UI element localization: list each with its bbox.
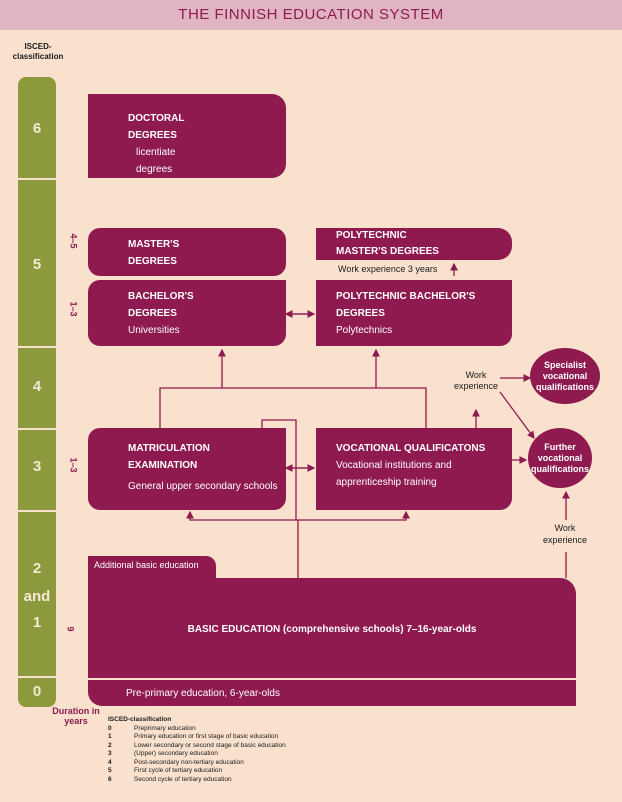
level-3: 3 [32,458,42,475]
masters-degrees-box: MASTER'S DEGREES [88,228,286,276]
legend-row: 3(Upper) secondary education [108,750,218,757]
poly-bachelors-title-2: DEGREES [336,308,385,319]
page-title: THE FINNISH EDUCATION SYSTEM [0,0,622,30]
level-divider [18,346,56,348]
specialist-vocational-circle: Specialist vocational qualifications [530,348,600,404]
polytechnic-masters-box: POLYTECHNIC MASTER'S DEGREES [316,228,512,260]
level-divider [18,510,56,512]
duration-label: Duration in years [52,706,100,726]
level-and: and [23,588,51,605]
matriculation-title: MATRICULATION [128,443,210,454]
further-vocational-circle: Further vocational qualifications [528,428,592,488]
doctoral-degrees-box: DOCTORAL DEGREES licentiate degrees [88,94,286,178]
doctoral-sub-2: degrees [136,164,173,175]
level-divider [18,428,56,430]
polytechnic-bachelors-box: POLYTECHNIC BACHELOR'S DEGREES Polytechn… [316,280,512,346]
basic-education-box: BASIC EDUCATION (comprehensive schools) … [88,578,576,678]
isced-heading: ISCED-classification [12,42,64,61]
isced-level-bar [18,77,56,707]
bachelors-title: BACHELOR'S [128,291,194,302]
vocational-title: VOCATIONAL QUALIFICATONS [336,443,486,454]
level-6: 6 [32,120,42,137]
level-2: 2 [32,560,42,577]
additional-basic-education: Additional basic education [88,556,216,578]
bachelors-sub: Universities [128,325,180,336]
poly-masters-title-2: MASTER'S DEGREES [336,246,439,257]
level-divider [18,178,56,180]
doctoral-title-2: DEGREES [128,130,177,141]
doctoral-title: DOCTORAL [128,113,185,124]
level-divider [18,676,56,678]
pre-primary-education-box: Pre-primary education, 6-year-olds [88,678,576,706]
masters-title: MASTER'S [128,239,180,250]
bachelors-title-2: DEGREES [128,308,177,319]
masters-title-2: DEGREES [128,256,177,267]
work-experience-label: Work experience [453,370,499,391]
matriculation-title-2: EXAMINATION [128,460,198,471]
level-4: 4 [32,378,42,395]
level-0: 0 [32,683,42,700]
level-1: 1 [32,614,42,631]
vocational-sub-2: apprenticeship training [336,477,437,488]
work-experience-3-years: Work experience 3 years [338,264,438,274]
matriculation-sub: General upper secondary schools [128,481,278,492]
poly-bachelors-title: POLYTECHNIC BACHELOR'S [336,291,476,302]
poly-bachelors-sub: Polytechnics [336,325,393,336]
work-experience-label-2: Work experience [542,523,588,545]
poly-masters-title: POLYTECHNIC [336,230,407,241]
matriculation-box: MATRICULATION EXAMINATION General upper … [88,428,286,510]
level-5: 5 [32,256,42,273]
vocational-sub: Vocational institutions and [336,460,452,471]
bachelors-degrees-box: BACHELOR'S DEGREES Universities [88,280,286,346]
legend-heading: ISCED-classification [108,716,172,723]
vocational-qualifications-box: VOCATIONAL QUALIFICATONS Vocational inst… [316,428,512,510]
doctoral-sub: licentiate [136,147,176,158]
